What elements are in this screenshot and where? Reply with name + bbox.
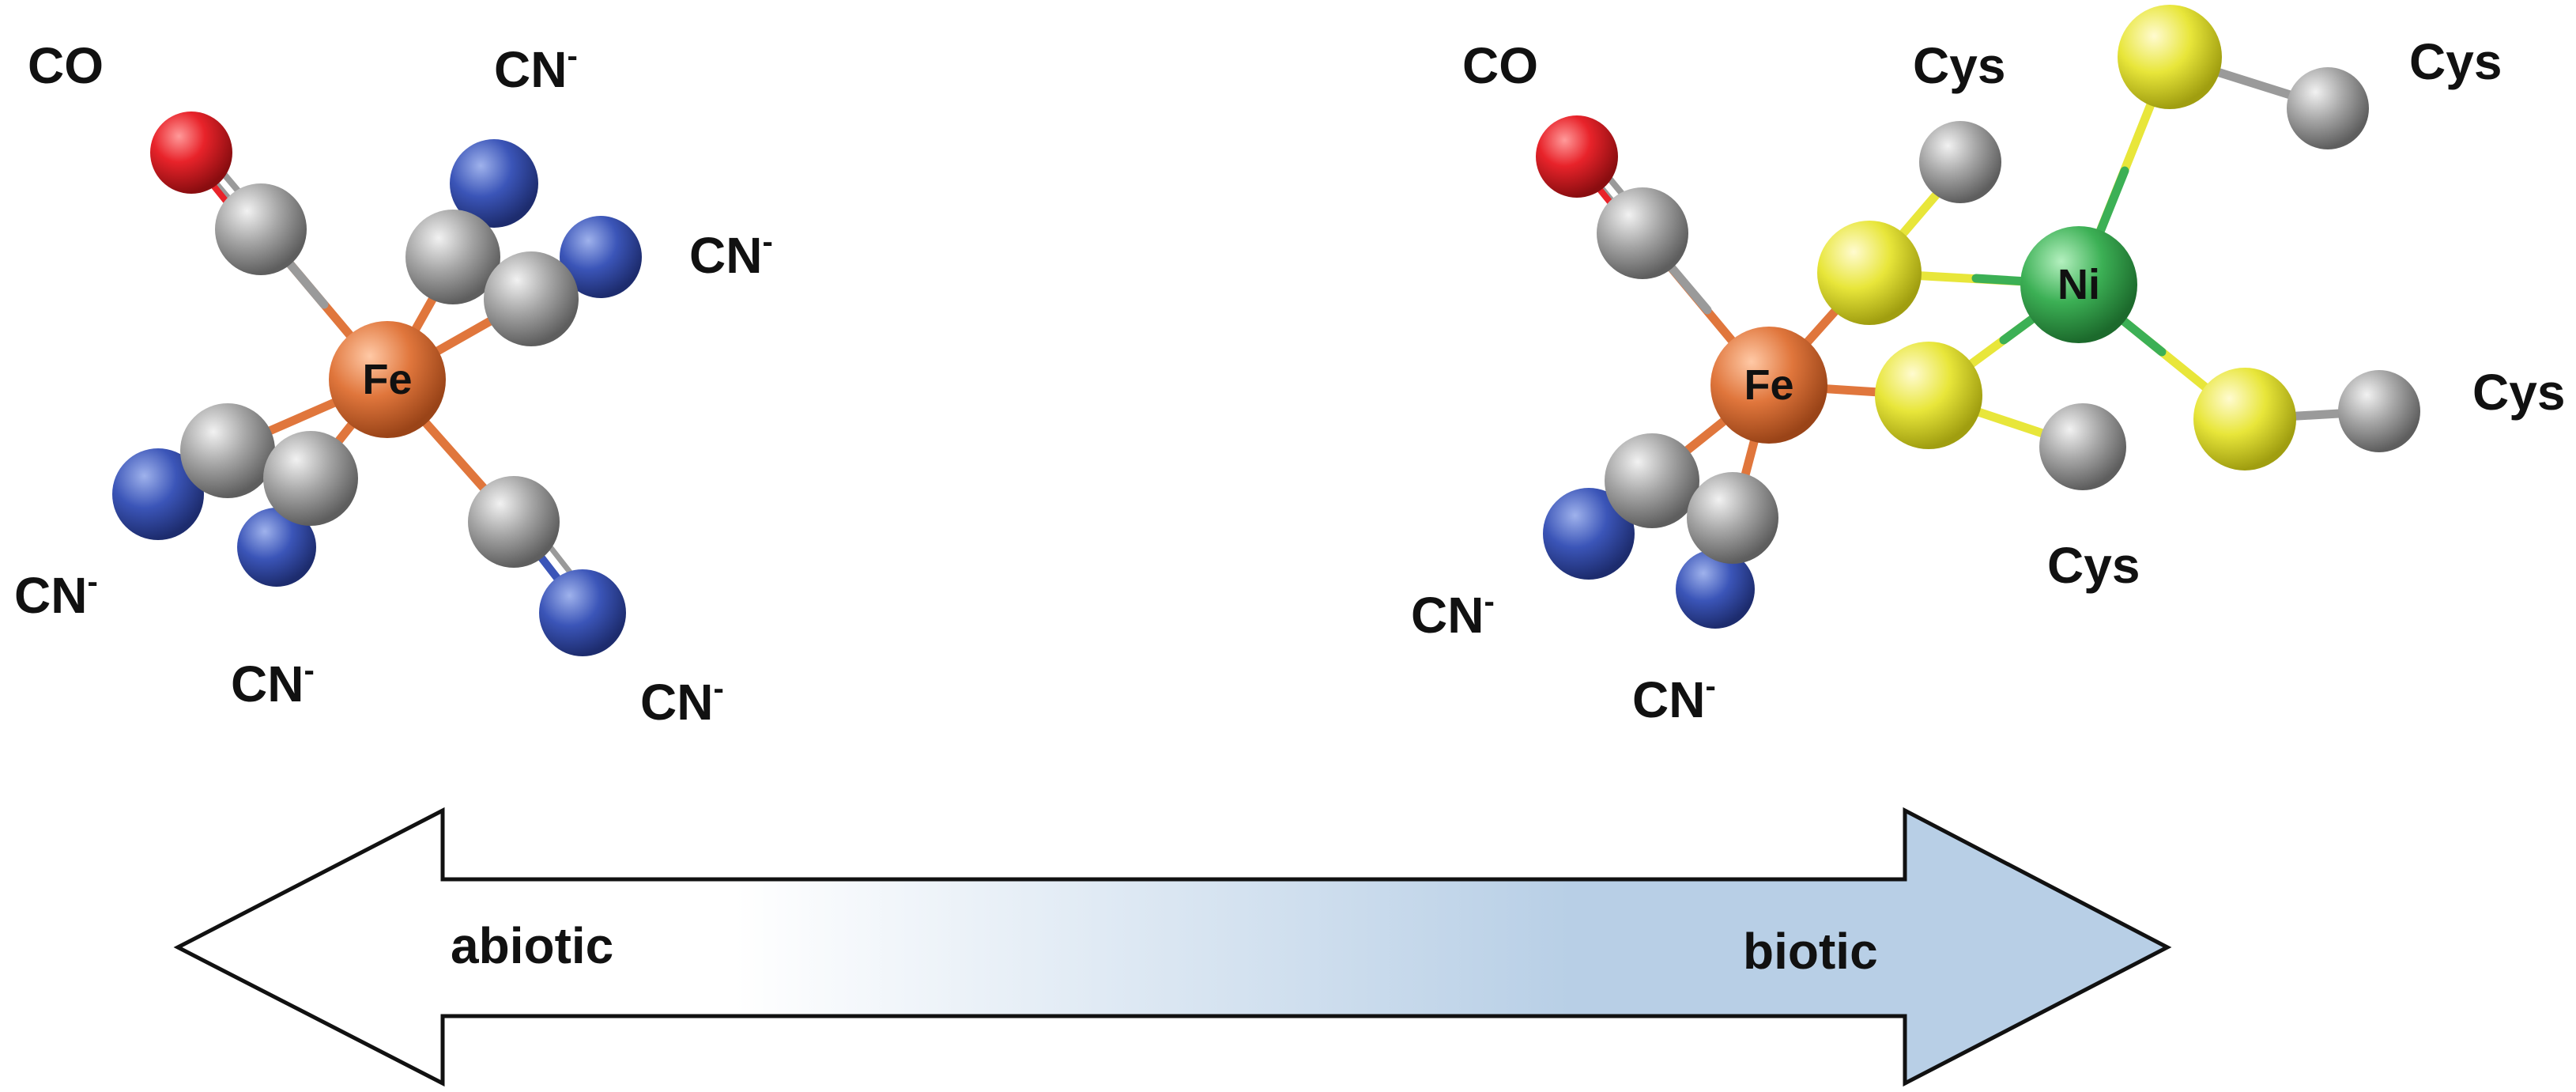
cn-label: CN-	[1632, 669, 1716, 728]
iron-atom	[1710, 327, 1827, 444]
cn-label: CN-	[14, 565, 98, 624]
cys-label: Cys	[2472, 364, 2565, 421]
ni-atom-label: Ni	[2057, 261, 2100, 308]
nitrogen-atom	[450, 139, 538, 228]
biotic-label: biotic	[1743, 923, 1878, 980]
fe-atom-label: Fe	[362, 356, 412, 403]
carbon-atom	[484, 251, 579, 346]
abiotic-label: abiotic	[451, 917, 613, 974]
sulfur-atom	[2118, 5, 2222, 109]
carbon-atom	[1597, 187, 1688, 279]
cn-label: CN-	[1411, 584, 1495, 644]
abiotic-biotic-arrow: abiotic biotic	[173, 807, 2172, 1087]
cys-label: Cys	[2047, 537, 2140, 594]
sulfur-atom	[1817, 221, 1922, 325]
carbon-atom	[1605, 433, 1699, 528]
nitrogen-atom	[1676, 550, 1755, 629]
co-label: CO	[1462, 37, 1538, 94]
nitrogen-atom	[237, 508, 316, 587]
carbon-atom	[468, 476, 560, 568]
iron-atom	[329, 321, 446, 438]
right-complex: Fe Ni CO Cys Cys Cys Cys CN- CN-	[1411, 5, 2565, 728]
nitrogen-atom	[1543, 488, 1635, 580]
co-label: CO	[28, 37, 104, 94]
carbon-atom	[2039, 403, 2126, 490]
left-ligand-labels: CO CN- CN- CN- CN- CN-	[14, 37, 773, 731]
cn-label: CN-	[640, 671, 724, 731]
oxygen-atom	[1536, 115, 1618, 198]
cys-label: Cys	[2409, 33, 2502, 90]
nickel-atom	[2020, 226, 2137, 343]
double-headed-arrow-shape	[173, 807, 2172, 1087]
cn-label: CN-	[689, 225, 773, 284]
carbon-atom	[180, 403, 275, 498]
carbon-atom	[2338, 370, 2420, 452]
nitrogen-atom	[539, 569, 626, 656]
carbon-atom	[263, 431, 358, 526]
sulfur-atom	[2193, 368, 2296, 470]
carbon-atom	[1687, 472, 1778, 564]
cn-label: CN-	[231, 653, 315, 712]
oxygen-atom	[150, 111, 232, 194]
cys-label: Cys	[1913, 37, 2005, 94]
nitrogen-atom	[112, 448, 204, 540]
fe-atom-label: Fe	[1744, 361, 1793, 409]
carbon-atom	[2287, 67, 2369, 149]
carbon-atom	[215, 183, 307, 275]
carbon-atom	[405, 210, 500, 304]
left-atoms: Fe	[112, 111, 642, 656]
sulfur-atom	[1875, 342, 1982, 449]
right-atoms: Fe Ni	[1536, 5, 2420, 629]
right-ligand-labels: CO Cys Cys Cys Cys CN- CN-	[1411, 33, 2565, 728]
cn-label: CN-	[494, 39, 578, 98]
nitrogen-atom	[560, 216, 642, 298]
carbon-atom	[1919, 121, 2001, 203]
left-complex: Fe CO CN- CN- CN- CN- CN-	[14, 37, 773, 731]
